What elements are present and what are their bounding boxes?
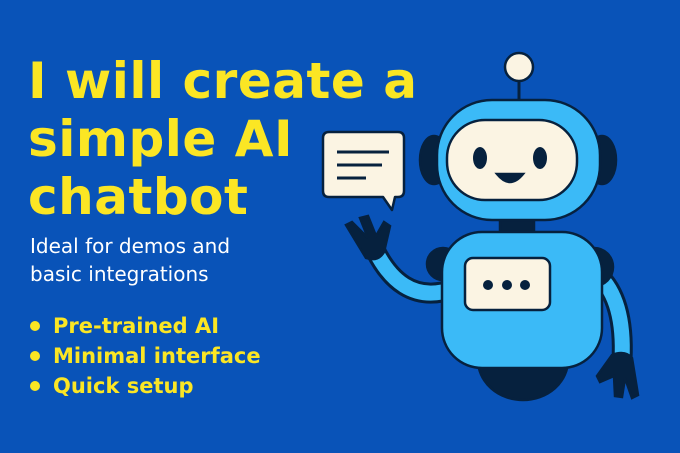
headline-line: chatbot (28, 168, 249, 226)
feature-item: Pre-trained AI (30, 311, 261, 341)
feature-item: Minimal interface (30, 341, 261, 371)
feature-label: Pre-trained AI (53, 314, 220, 338)
speech-bubble-icon (321, 130, 406, 212)
subtitle: Ideal for demos and basic integrations (30, 232, 230, 288)
subtitle-line: basic integrations (30, 262, 209, 286)
bullet-icon (30, 351, 40, 361)
robot-icon (344, 51, 640, 402)
feature-label: Minimal interface (53, 344, 261, 368)
headline-line: simple AI (28, 110, 294, 168)
subtitle-line: Ideal for demos and (30, 234, 231, 258)
feature-list: Pre-trained AI Minimal interface Quick s… (30, 311, 261, 401)
headline: I will create a simple AI chatbot (28, 52, 417, 226)
feature-item: Quick setup (30, 371, 261, 401)
bullet-icon (30, 321, 40, 331)
headline-line: I will create a (28, 52, 418, 110)
bullet-icon (30, 381, 40, 391)
feature-label: Quick setup (53, 374, 194, 398)
